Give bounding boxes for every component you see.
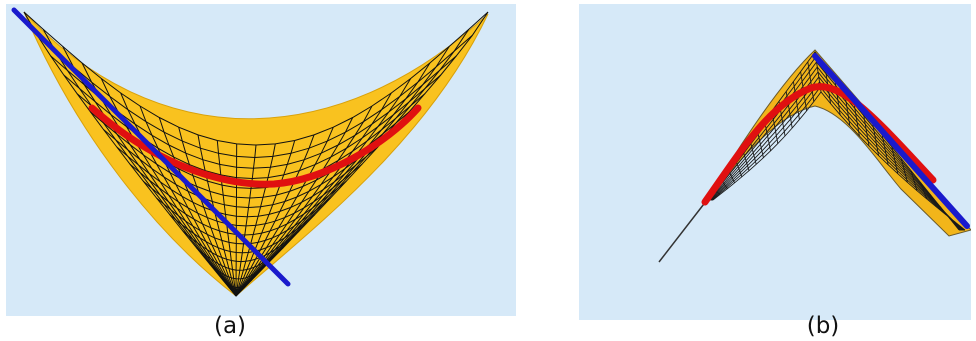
blue-line xyxy=(11,7,291,287)
mesh-line xyxy=(169,214,316,254)
caption-b: (b) xyxy=(806,313,840,339)
mesh-line xyxy=(116,146,379,218)
shaft-line xyxy=(658,199,708,263)
mesh-line xyxy=(103,129,394,209)
mesh-line xyxy=(711,81,964,231)
mesh-line xyxy=(182,230,300,263)
saddle-surface-side-view xyxy=(658,49,971,263)
mesh-line xyxy=(156,197,331,245)
surface-fill xyxy=(706,49,971,237)
mesh-line xyxy=(23,11,489,146)
caption-a: (a) xyxy=(213,313,247,339)
mesh-line xyxy=(712,91,966,231)
mesh-line xyxy=(142,180,347,236)
mesh-line xyxy=(36,35,473,159)
red-curve xyxy=(701,83,937,206)
saddle-surface-front-view xyxy=(11,7,489,297)
mesh-line xyxy=(63,74,442,180)
mesh-line xyxy=(129,163,363,227)
panel-a xyxy=(6,4,516,316)
surface-fill xyxy=(23,11,489,297)
panel-b xyxy=(579,4,971,320)
mesh-line xyxy=(222,279,253,289)
mesh-line xyxy=(708,66,962,231)
blue-line xyxy=(812,53,970,229)
mesh-line xyxy=(709,71,963,231)
mesh-line xyxy=(209,263,268,280)
mesh-line xyxy=(195,247,284,271)
mesh-line xyxy=(710,76,964,231)
